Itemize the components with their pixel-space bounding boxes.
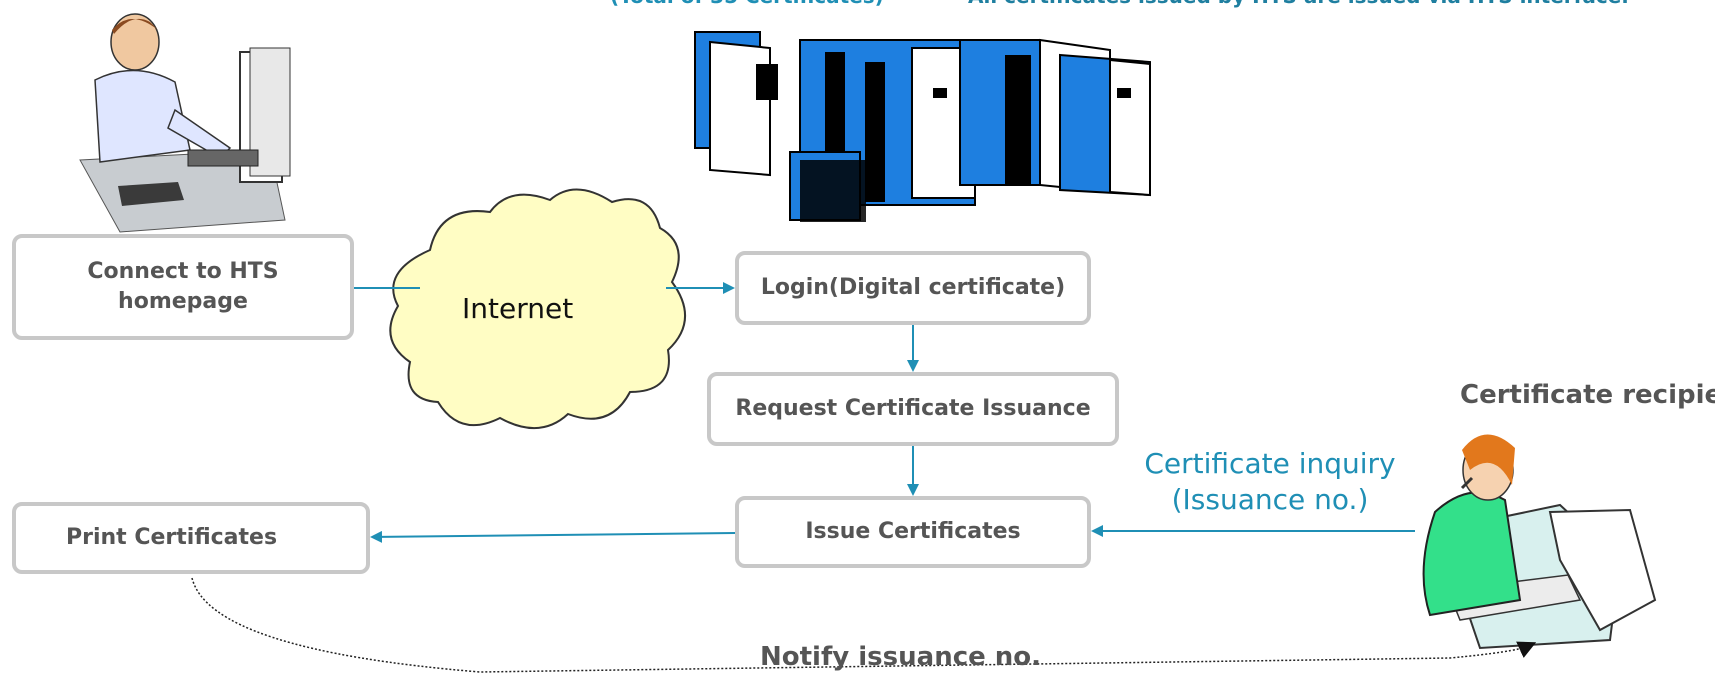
step-request-label: Request Certificate Issuance (735, 396, 1091, 422)
step-connect-homepage: Connect to HTS homepage (12, 234, 354, 340)
internet-label: Internet (462, 292, 574, 325)
step-issue-certificates: Issue Certificates (735, 496, 1091, 568)
recipient-at-computer-icon (1422, 434, 1657, 650)
step-connect-label: Connect to HTS homepage (87, 259, 279, 314)
recipient-title: Certificate recipient (1460, 380, 1715, 410)
step-issue-label: Issue Certificates (805, 519, 1021, 545)
total-certificates-caption: (Total of 35 Certificates) (610, 0, 884, 8)
inquiry-line-1: Certificate inquiry (1144, 447, 1396, 480)
step-print-certificates: Print Certificates (12, 502, 370, 574)
server-cluster-icon (694, 31, 1151, 222)
user-at-computer-icon (79, 13, 291, 233)
inquiry-line-2: (Issuance no.) (1171, 483, 1369, 517)
step-login-label: Login(Digital certificate) (760, 275, 1066, 301)
inquiry-label: Certificate inquiry (Issuance no.) (1130, 446, 1410, 519)
internet-cloud (389, 188, 686, 430)
step-request-issuance: Request Certificate Issuance (707, 372, 1119, 446)
step-print-label: Print Certificates (66, 525, 278, 551)
issuance-note-caption: All certificates issued by HTS are issue… (968, 0, 1629, 8)
step-login: Login(Digital certificate) (735, 251, 1091, 325)
notify-label: Notify issuance no. (760, 642, 1042, 672)
